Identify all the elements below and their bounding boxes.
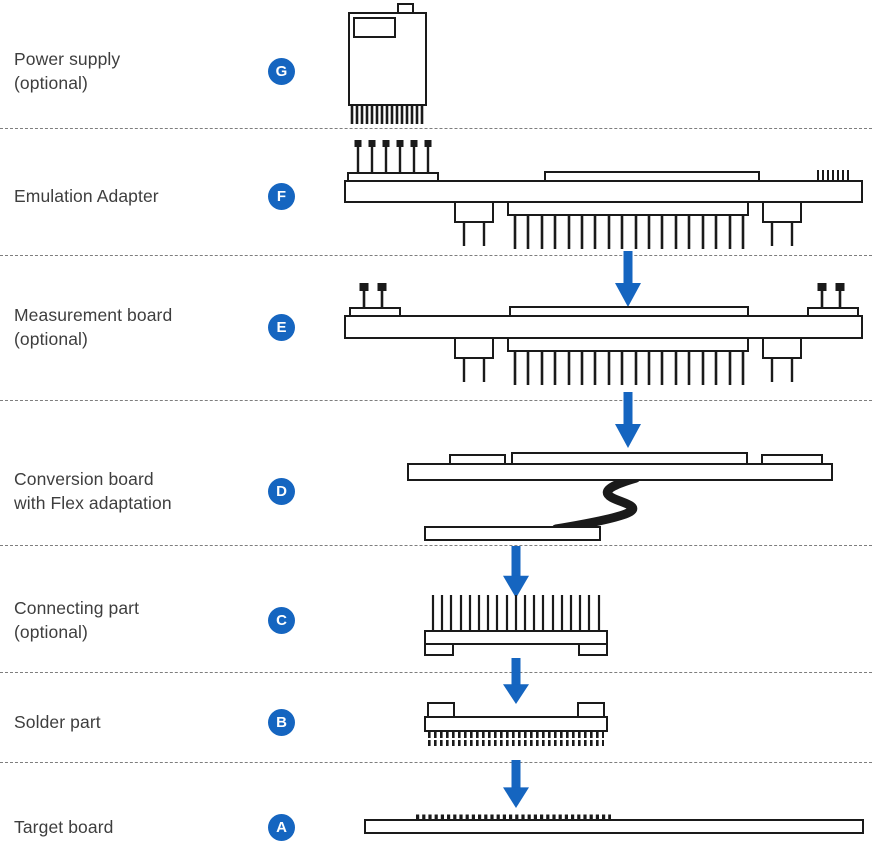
label-line: with Flex adaptation [14, 493, 172, 513]
row-divider [0, 400, 872, 401]
down-arrow-icon [502, 760, 530, 808]
label-line: (optional) [14, 329, 88, 349]
badge-e: E [268, 314, 295, 341]
row-divider [0, 762, 872, 763]
down-arrow-icon [502, 546, 530, 598]
badge-c: C [268, 607, 295, 634]
row-divider [0, 255, 872, 256]
label-target-board: Target board [14, 815, 113, 839]
label-line: (optional) [14, 73, 88, 93]
down-arrow-icon [614, 251, 642, 307]
measurement-board-pcb [344, 315, 863, 339]
down-arrow-icon [502, 658, 530, 704]
label-line: Solder part [14, 712, 101, 732]
badge-d: D [268, 478, 295, 505]
row-divider [0, 672, 872, 673]
upper-board [407, 452, 833, 481]
label-connecting-part: Connecting part (optional) [14, 596, 139, 644]
power-supply-body [348, 3, 427, 124]
target-board-pcb [364, 819, 864, 834]
bottom-connectors [454, 337, 802, 385]
connector-base [424, 630, 608, 656]
target-board-graphic [364, 814, 864, 834]
badge-g: G [268, 58, 295, 85]
badge-b: B [268, 709, 295, 736]
board-top-detail [509, 306, 749, 317]
badge-a: A [268, 814, 295, 841]
label-line: Measurement board [14, 305, 173, 325]
flex-cable [551, 473, 641, 534]
label-line: Conversion board [14, 469, 154, 489]
row-divider [0, 545, 872, 546]
label-line: Target board [14, 817, 114, 837]
label-line: Emulation Adapter [14, 186, 159, 206]
solder-frame [424, 702, 608, 732]
label-line: Power supply [14, 49, 121, 69]
label-solder-part: Solder part [14, 710, 101, 734]
lower-flex-board [424, 526, 601, 541]
down-arrow-icon [614, 392, 642, 448]
badge-f: F [268, 183, 295, 210]
label-line: (optional) [14, 622, 88, 642]
emulation-adapter-graphic [344, 140, 863, 249]
connecting-part-graphic [424, 595, 608, 656]
label-emulation-adapter: Emulation Adapter [14, 184, 159, 208]
conversion-board-graphic [407, 452, 833, 541]
row-divider [0, 128, 872, 129]
label-measurement-board: Measurement board (optional) [14, 303, 172, 351]
label-conversion-board: Conversion board with Flex adaptation [14, 467, 172, 515]
pin-comb [431, 595, 601, 631]
adapter-board [344, 180, 863, 203]
label-power-supply: Power supply (optional) [14, 47, 120, 95]
board-top-details [544, 170, 849, 182]
pin-header-top-left [347, 140, 439, 182]
label-line: Connecting part [14, 598, 140, 618]
bottom-connectors [454, 201, 802, 249]
solder-part-graphic [424, 702, 608, 746]
solder-pin-rows [428, 732, 604, 746]
power-supply-graphic [348, 3, 427, 124]
measurement-board-graphic [344, 283, 863, 385]
